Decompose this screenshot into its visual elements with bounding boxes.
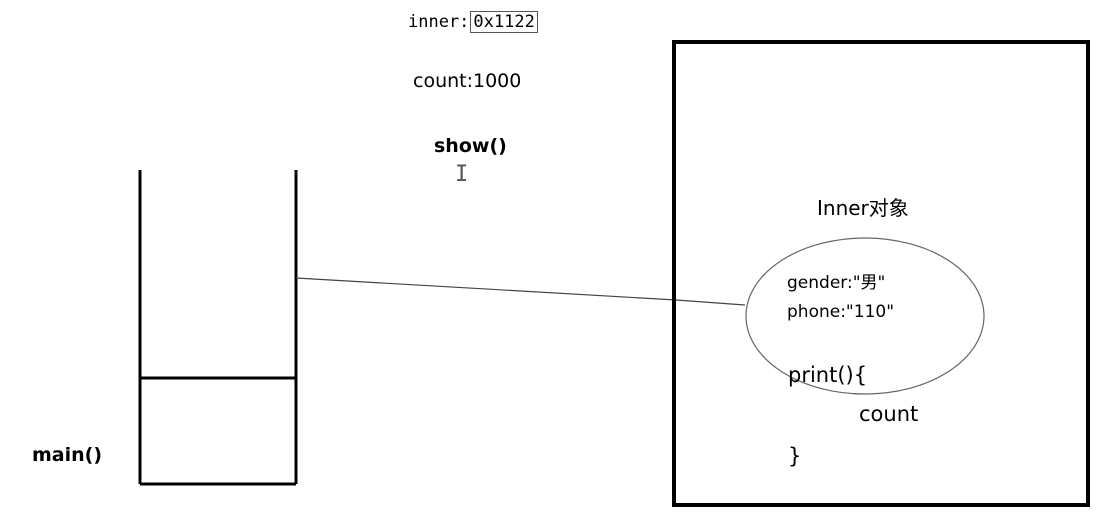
print-method-open: print(){	[788, 363, 868, 387]
object-title: Inner对象	[817, 196, 909, 220]
phone-field: phone:"110"	[787, 302, 895, 322]
reference-line	[295, 277, 746, 306]
gender-field: gender:"男"	[787, 273, 886, 293]
call-stack	[138, 170, 298, 486]
main-frame-label: main()	[32, 444, 103, 466]
inner-variable: inner:0x1122	[408, 11, 538, 33]
inner-object-box	[672, 40, 1090, 507]
inner-label: inner:	[408, 12, 470, 32]
inner-address: 0x1122	[470, 11, 538, 33]
count-label: count:1000	[413, 70, 522, 92]
print-method-body: count	[859, 402, 919, 426]
print-method-close: }	[788, 444, 802, 468]
show-method-label: show()	[434, 135, 507, 157]
inner-object-ellipse	[745, 237, 985, 395]
text-cursor-icon: I	[455, 162, 469, 187]
